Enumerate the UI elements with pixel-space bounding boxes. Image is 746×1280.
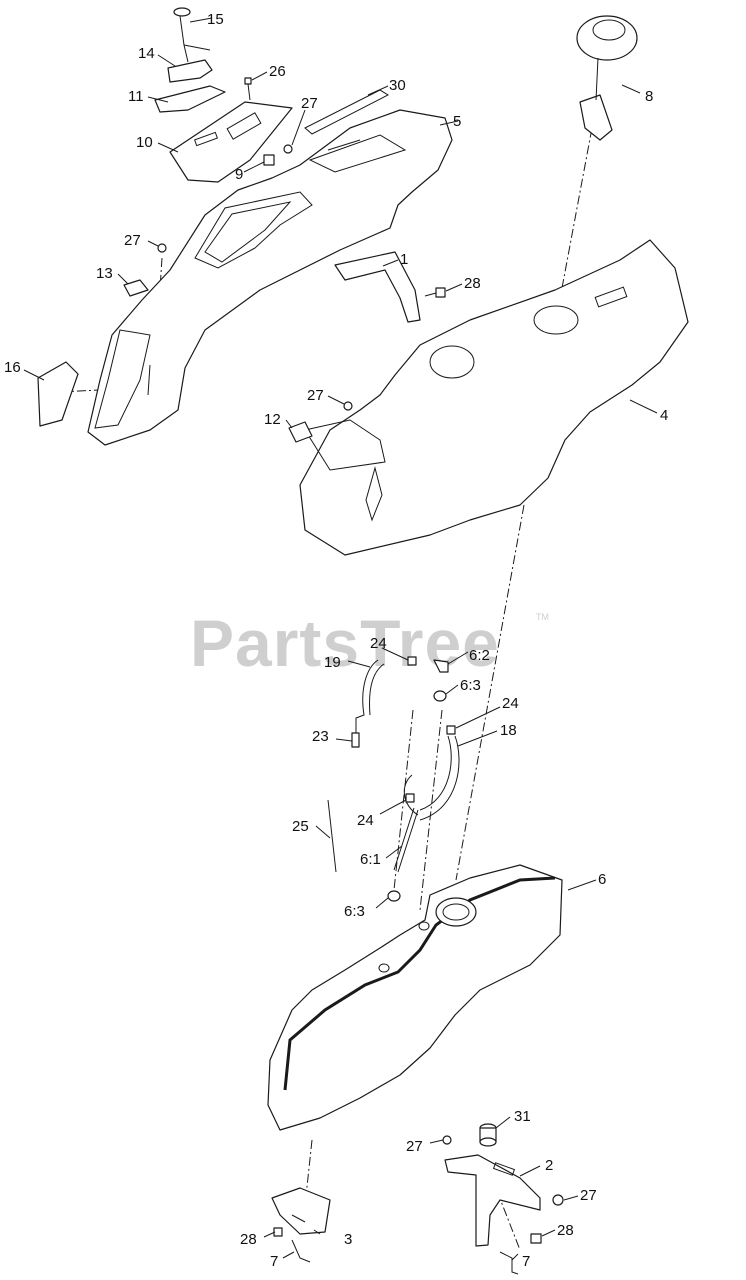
part-1-bracket [334,251,421,323]
part-6-1-pickup-tube [393,807,419,873]
callout-7-right: 7 [522,1253,530,1270]
callout-16: 16 [4,359,21,376]
callout-6-3-lower: 6:3 [344,903,365,920]
part-6-3-grommet-upper [433,690,447,702]
part-27-fastener-mid [343,401,353,411]
part-9-clip [263,154,275,166]
callout-9: 9 [235,166,243,183]
callout-10: 10 [136,134,153,151]
callout-5: 5 [453,113,461,130]
part-5-console-shroud [87,109,453,446]
callout-27-left: 27 [124,232,141,249]
callout-24-right: 24 [502,695,519,712]
callout-6-3-upper: 6:3 [460,677,481,694]
part-27-fastener-left [157,243,167,253]
part-13-bumper [123,279,149,297]
part-6-3-grommet-lower [387,890,401,902]
callout-3: 3 [344,1231,352,1248]
leader-lines [23,17,658,1261]
part-10-control-plate [169,101,293,183]
callout-28-left: 28 [240,1231,257,1248]
part-4-fender-body [299,239,689,556]
callout-31: 31 [514,1108,531,1125]
part-6-fuel-tank [267,864,563,1131]
part-25-strap [327,799,337,873]
callout-labels: 15 14 26 11 30 27 5 10 9 8 27 13 1 28 16… [4,11,668,1270]
part-28-bolt-upper [424,287,446,298]
part-19-fuel-hose [355,659,385,740]
part-7-clip-left [291,1239,311,1263]
part-15-control-knob [173,7,211,63]
callout-14: 14 [138,45,155,62]
watermark-tm: TM [536,612,549,622]
callout-27-mid: 27 [307,387,324,404]
part-6-2-elbow [433,659,449,673]
watermark-text: PartsTree [190,606,500,680]
part-30-decal-strip [304,89,390,135]
part-26-screw [244,77,252,101]
part-31-spacer [479,1123,497,1147]
part-2-bracket [444,1154,541,1247]
part-8-fuel-cap [576,15,638,141]
callout-6: 6 [598,871,606,888]
part-7-clip-right [499,1251,519,1275]
callout-27-top: 27 [301,95,318,112]
part-27-fastener-upper [283,144,293,154]
part-18-vent-hose [403,735,460,821]
callout-30: 30 [389,77,406,94]
part-28-bolt-left [273,1227,283,1237]
callout-4: 4 [660,407,668,424]
callout-27-lower-right: 27 [580,1187,597,1204]
callout-26: 26 [269,63,286,80]
part-12-pad [288,421,313,443]
part-27-fastener-lower-right [552,1194,564,1206]
part-23-fitting [351,732,360,748]
callout-27-lower-left: 27 [406,1138,423,1155]
callout-25: 25 [292,818,309,835]
part-16-decal [37,361,79,427]
callout-12: 12 [264,411,281,428]
part-3-bracket [271,1187,331,1235]
callout-24-lower: 24 [357,812,374,829]
part-24-clamp-lower [405,793,415,803]
part-24-clamp-top [407,656,417,666]
part-14-knob-base [167,59,213,83]
callout-28-top: 28 [464,275,481,292]
part-27-fastener-lower-left [442,1135,452,1145]
callout-15: 15 [207,11,224,28]
callout-6-2: 6:2 [469,647,490,664]
callout-23: 23 [312,728,329,745]
callout-8: 8 [645,88,653,105]
part-28-bolt-right [530,1233,542,1244]
callout-24-top: 24 [370,635,387,652]
callout-28-right: 28 [557,1222,574,1239]
callout-6-1: 6:1 [360,851,381,868]
callout-11: 11 [128,88,144,105]
callout-2: 2 [545,1157,553,1174]
callout-7-left: 7 [270,1253,278,1270]
callout-1: 1 [400,251,408,268]
callout-18: 18 [500,722,517,739]
callout-13: 13 [96,265,113,282]
part-11-bracket-plate [154,85,226,113]
callout-19: 19 [324,654,341,671]
part-24-clamp-right [446,725,456,735]
